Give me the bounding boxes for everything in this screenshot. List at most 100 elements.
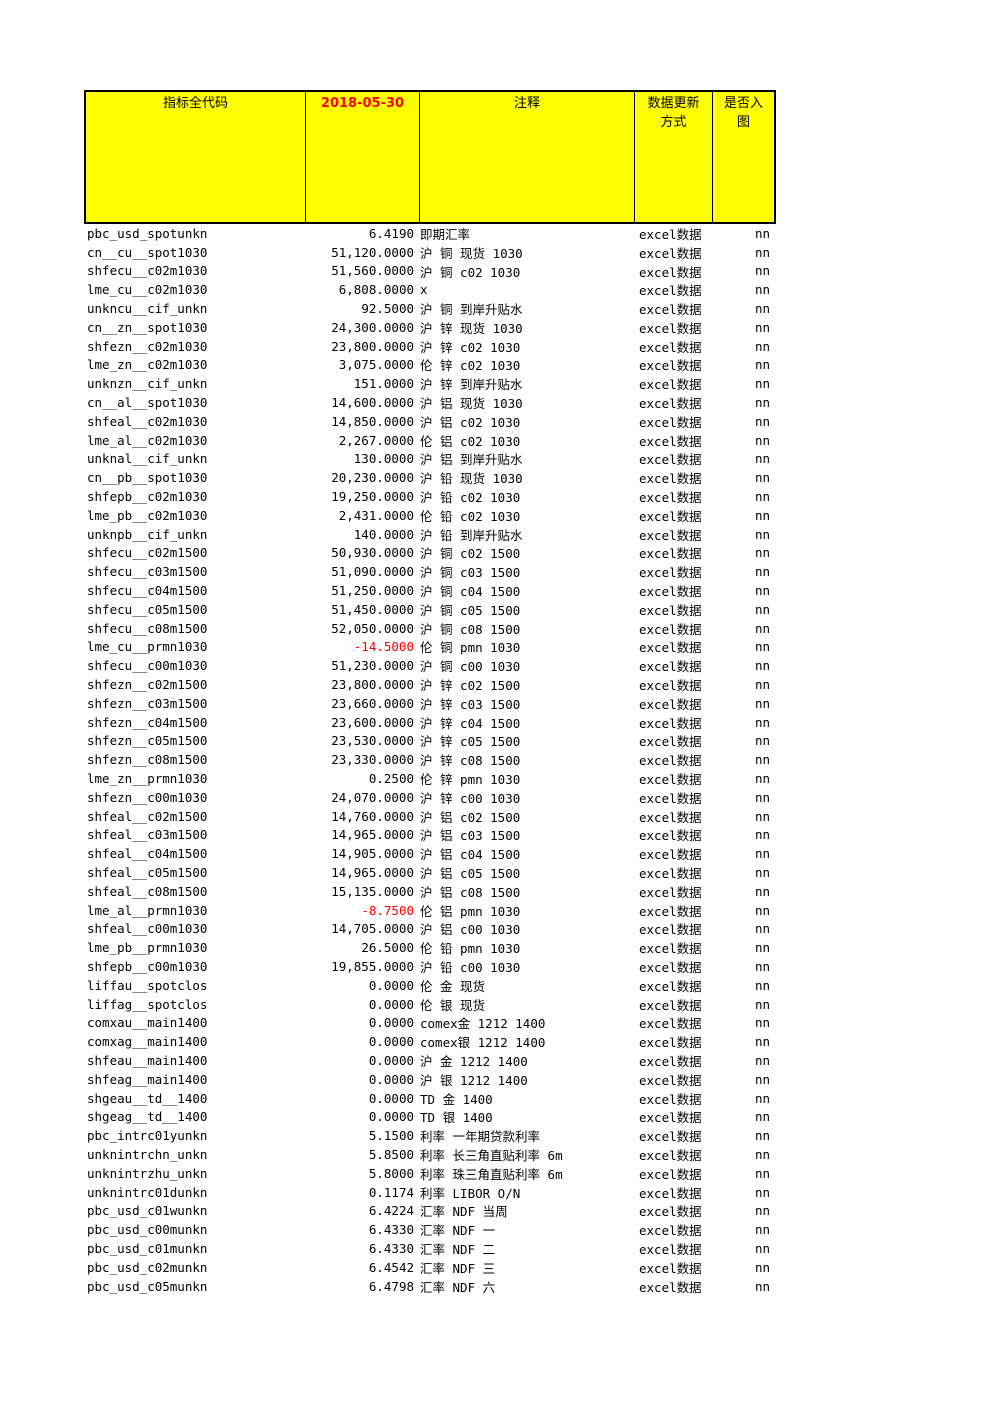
- cell-code[interactable]: shfezn__c02m1030: [87, 338, 208, 354]
- cell-code[interactable]: unknintrc01dunkn: [87, 1184, 208, 1200]
- cell-code[interactable]: cn__al__spot1030: [87, 395, 208, 411]
- cell-update-method[interactable]: excel数据: [639, 245, 702, 261]
- cell-code[interactable]: comxau__main1400: [87, 1015, 208, 1031]
- cell-code[interactable]: pbc_intrc01yunkn: [87, 1128, 208, 1144]
- cell-in-chart[interactable]: nn: [754, 1278, 770, 1294]
- cell-code[interactable]: shfepb__c00m1030: [87, 958, 208, 974]
- cell-note[interactable]: 利率 LIBOR O/N: [420, 1185, 521, 1201]
- cell-code[interactable]: shfezn__c02m1500: [87, 677, 208, 693]
- cell-update-method[interactable]: excel数据: [639, 283, 702, 299]
- cell-note[interactable]: 伦 铝 c02 1030: [420, 433, 521, 449]
- cell-update-method[interactable]: excel数据: [639, 508, 702, 524]
- cell-value[interactable]: 14,965.0000: [331, 864, 414, 880]
- header-update-method[interactable]: 数据更新方式: [635, 92, 713, 222]
- cell-code[interactable]: shfeal__c02m1030: [87, 413, 208, 429]
- cell-value[interactable]: 0.0000: [368, 977, 414, 993]
- cell-value[interactable]: 24,070.0000: [331, 789, 414, 805]
- cell-code[interactable]: shfecu__c05m1500: [87, 601, 208, 617]
- cell-value[interactable]: 23,530.0000: [331, 733, 414, 749]
- cell-code[interactable]: unknintrchn_unkn: [87, 1146, 208, 1162]
- cell-update-method[interactable]: excel数据: [639, 922, 702, 938]
- cell-value[interactable]: 19,250.0000: [331, 489, 414, 505]
- cell-note[interactable]: x: [420, 282, 428, 298]
- cell-value[interactable]: 6,808.0000: [338, 282, 414, 298]
- cell-value[interactable]: 140.0000: [353, 526, 414, 542]
- cell-update-method[interactable]: excel数据: [639, 1072, 702, 1088]
- cell-note[interactable]: 即期汇率: [420, 226, 471, 242]
- cell-value[interactable]: 51,250.0000: [331, 583, 414, 599]
- cell-code[interactable]: shfeal__c05m1500: [87, 864, 208, 880]
- cell-code[interactable]: shfeal__c04m1500: [87, 846, 208, 862]
- cell-update-method[interactable]: excel数据: [639, 828, 702, 844]
- cell-note[interactable]: 沪 铝 c00 1030: [420, 922, 521, 938]
- cell-value[interactable]: 5.8000: [368, 1165, 414, 1181]
- cell-update-method[interactable]: excel数据: [639, 1260, 702, 1276]
- cell-code[interactable]: lme_zn__prmn1030: [87, 771, 208, 786]
- cell-update-method[interactable]: excel数据: [639, 997, 702, 1013]
- cell-update-method[interactable]: excel数据: [639, 715, 702, 731]
- cell-value[interactable]: 14,965.0000: [331, 827, 414, 843]
- cell-note[interactable]: 汇率 NDF 当周: [420, 1204, 508, 1220]
- cell-note[interactable]: 沪 铅 到岸升贴水: [420, 527, 523, 543]
- cell-in-chart[interactable]: nn: [754, 1015, 770, 1031]
- cell-note[interactable]: 沪 锌 c08 1500: [420, 753, 521, 769]
- cell-in-chart[interactable]: nn: [754, 282, 770, 298]
- cell-note[interactable]: 伦 铝 pmn 1030: [420, 903, 521, 919]
- cell-in-chart[interactable]: nn: [754, 996, 770, 1012]
- cell-code[interactable]: pbc_usd_c01wunkn: [87, 1203, 208, 1219]
- cell-code[interactable]: shfezn__c05m1500: [87, 733, 208, 749]
- cell-note[interactable]: 沪 铜 c04 1500: [420, 584, 521, 600]
- cell-update-method[interactable]: excel数据: [639, 1110, 702, 1126]
- cell-code[interactable]: comxag__main1400: [87, 1034, 208, 1050]
- cell-value[interactable]: 19,855.0000: [331, 958, 414, 974]
- cell-note[interactable]: 汇率 NDF 三: [420, 1260, 496, 1276]
- cell-note[interactable]: comex银 1212 1400: [420, 1035, 546, 1051]
- cell-value[interactable]: 0.0000: [368, 996, 414, 1012]
- cell-code[interactable]: pbc_usd_c05munkn: [87, 1278, 208, 1294]
- cell-note[interactable]: 沪 锌 c03 1500: [420, 696, 521, 712]
- cell-note[interactable]: 沪 锌 c04 1500: [420, 715, 521, 731]
- cell-value[interactable]: 14,760.0000: [331, 808, 414, 824]
- cell-in-chart[interactable]: nn: [754, 489, 770, 505]
- cell-code[interactable]: shfecu__c02m1030: [87, 263, 208, 279]
- cell-code[interactable]: lme_pb__prmn1030: [87, 940, 208, 956]
- cell-in-chart[interactable]: nn: [754, 752, 770, 768]
- cell-note[interactable]: 沪 铝 c05 1500: [420, 866, 521, 881]
- cell-in-chart[interactable]: nn: [754, 564, 770, 580]
- cell-note[interactable]: 沪 铝 到岸升贴水: [420, 452, 523, 468]
- cell-update-method[interactable]: excel数据: [639, 546, 702, 562]
- cell-in-chart[interactable]: nn: [754, 977, 770, 993]
- cell-note[interactable]: 沪 铜 c03 1500: [420, 565, 521, 581]
- cell-code[interactable]: lme_pb__c02m1030: [87, 507, 208, 523]
- cell-update-method[interactable]: excel数据: [639, 602, 702, 618]
- cell-value[interactable]: 6.4330: [368, 1222, 414, 1238]
- cell-value[interactable]: 0.0000: [368, 1071, 414, 1087]
- cell-update-method[interactable]: excel数据: [639, 790, 702, 806]
- cell-note[interactable]: 沪 铅 c02 1030: [420, 490, 521, 506]
- cell-value[interactable]: 51,120.0000: [331, 244, 414, 260]
- cell-in-chart[interactable]: nn: [754, 1240, 770, 1256]
- cell-code[interactable]: unknzn__cif_unkn: [87, 376, 208, 392]
- cell-update-method[interactable]: excel数据: [639, 471, 702, 487]
- cell-in-chart[interactable]: nn: [754, 451, 770, 467]
- cell-note[interactable]: 沪 锌 c00 1030: [420, 790, 521, 806]
- cell-code[interactable]: lme_cu__c02m1030: [87, 282, 208, 298]
- cell-in-chart[interactable]: nn: [754, 1109, 770, 1125]
- cell-update-method[interactable]: excel数据: [639, 884, 702, 900]
- cell-value[interactable]: 5.1500: [368, 1128, 414, 1144]
